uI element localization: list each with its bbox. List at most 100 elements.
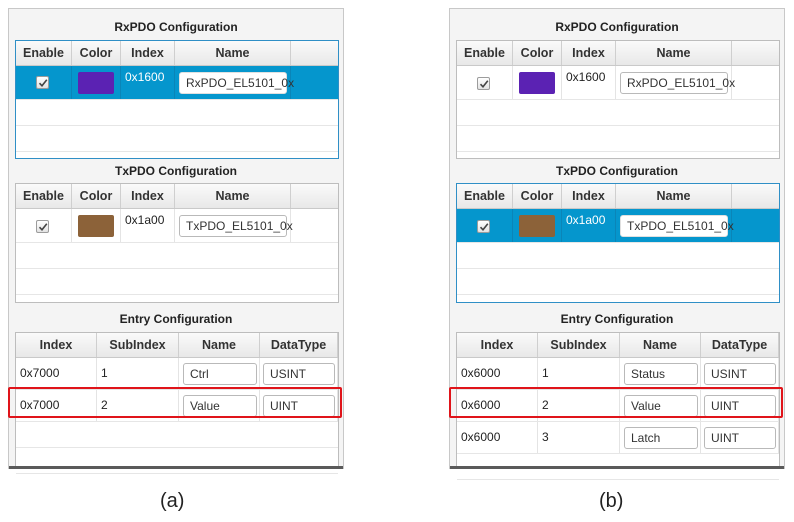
- col-index[interactable]: Index: [121, 184, 175, 208]
- entry-subindex: 1: [101, 366, 108, 380]
- pdo-name-field[interactable]: TxPDO_EL5101_0x: [179, 215, 293, 237]
- enable-checkbox[interactable]: [477, 77, 490, 90]
- panel-bottom-border: [9, 466, 343, 469]
- col-enable[interactable]: Enable: [16, 184, 72, 208]
- col-subindex[interactable]: SubIndex: [97, 333, 179, 357]
- rxpdo-section-title: RxPDO Configuration: [555, 20, 679, 34]
- col-name[interactable]: Name: [620, 333, 701, 357]
- pdo-name-field[interactable]: TxPDO_EL5101_0x: [620, 215, 734, 237]
- empty-row: [457, 269, 779, 295]
- entry-subindex: 1: [542, 366, 549, 380]
- pdo-index: 0x1a00: [125, 213, 165, 227]
- col-index[interactable]: Index: [16, 333, 97, 357]
- enable-checkbox[interactable]: [36, 76, 49, 89]
- entry-row[interactable]: 0x7000 1 Ctrl USINT: [16, 358, 338, 390]
- highlight-box: [8, 387, 342, 418]
- entry-datatype-field[interactable]: USINT: [263, 363, 335, 385]
- pdo-index: 0x1600: [566, 70, 606, 84]
- entry-table[interactable]: Index SubIndex Name DataType 0x7000 1 Ct…: [15, 332, 339, 474]
- txpdo-row[interactable]: 0x1a00 TxPDO_EL5101_0x: [457, 209, 779, 243]
- entry-index: 0x6000: [461, 398, 501, 412]
- color-swatch[interactable]: [519, 72, 555, 94]
- entry-row[interactable]: 0x6000 3 Latch UINT: [457, 422, 779, 454]
- col-enable[interactable]: Enable: [457, 41, 513, 65]
- pdo-name-field[interactable]: RxPDO_EL5101_0x: [620, 72, 735, 94]
- empty-row: [457, 126, 779, 152]
- col-subindex[interactable]: SubIndex: [538, 333, 620, 357]
- rxpdo-section-title: RxPDO Configuration: [114, 20, 238, 34]
- rxpdo-table[interactable]: Enable Color Index Name 0x1600 RxPDO_EL5…: [456, 40, 780, 159]
- col-color[interactable]: Color: [72, 41, 121, 65]
- col-name[interactable]: Name: [175, 41, 291, 65]
- caption-b: (b): [599, 490, 624, 512]
- entry-name-field[interactable]: Ctrl: [183, 363, 257, 385]
- empty-row: [457, 100, 779, 126]
- rxpdo-table-header: Enable Color Index Name: [457, 41, 779, 66]
- empty-row: [16, 269, 338, 295]
- col-color[interactable]: Color: [513, 41, 562, 65]
- entry-subindex: 3: [542, 430, 549, 444]
- empty-row: [16, 243, 338, 269]
- empty-row: [16, 100, 338, 126]
- txpdo-section-title: TxPDO Configuration: [556, 164, 678, 178]
- color-swatch[interactable]: [519, 215, 555, 237]
- col-color[interactable]: Color: [513, 184, 562, 208]
- entry-subindex: 2: [542, 398, 549, 412]
- txpdo-table[interactable]: Enable Color Index Name 0x1a00 TxPDO_EL5…: [15, 183, 339, 303]
- empty-row: [16, 448, 338, 474]
- empty-row: [16, 422, 338, 448]
- txpdo-table-header: Enable Color Index Name: [16, 184, 338, 209]
- rxpdo-row[interactable]: 0x1600 RxPDO_EL5101_0x: [16, 66, 338, 100]
- enable-checkbox[interactable]: [477, 220, 490, 233]
- rxpdo-table[interactable]: Enable Color Index Name 0x1600 RxPDO_EL5…: [15, 40, 339, 159]
- entry-index: 0x7000: [20, 398, 60, 412]
- col-enable[interactable]: Enable: [16, 41, 72, 65]
- color-swatch[interactable]: [78, 215, 114, 237]
- entry-section-title: Entry Configuration: [560, 312, 674, 326]
- txpdo-row[interactable]: 0x1a00 TxPDO_EL5101_0x: [16, 209, 338, 243]
- col-index[interactable]: Index: [562, 41, 616, 65]
- entry-datatype-field[interactable]: UINT: [704, 427, 776, 449]
- entry-datatype-field[interactable]: UINT: [263, 395, 335, 417]
- rxpdo-table-header: Enable Color Index Name: [16, 41, 338, 66]
- entry-index: 0x6000: [461, 430, 501, 444]
- panel-b: RxPDO Configuration Enable Color Index N…: [449, 8, 785, 480]
- col-name[interactable]: Name: [179, 333, 260, 357]
- highlight-box: [449, 387, 783, 418]
- entry-index: 0x6000: [461, 366, 501, 380]
- col-index[interactable]: Index: [562, 184, 616, 208]
- txpdo-section-title: TxPDO Configuration: [115, 164, 237, 178]
- entry-section-title: Entry Configuration: [119, 312, 233, 326]
- col-index[interactable]: Index: [121, 41, 175, 65]
- enable-checkbox[interactable]: [36, 220, 49, 233]
- col-name[interactable]: Name: [175, 184, 291, 208]
- rxpdo-row[interactable]: 0x1600 RxPDO_EL5101_0x: [457, 66, 779, 100]
- txpdo-table-header: Enable Color Index Name: [457, 184, 779, 209]
- entry-row[interactable]: 0x7000 2 Value UINT: [16, 390, 338, 422]
- col-enable[interactable]: Enable: [457, 184, 513, 208]
- col-color[interactable]: Color: [72, 184, 121, 208]
- entry-subindex: 2: [101, 398, 108, 412]
- txpdo-table[interactable]: Enable Color Index Name 0x1a00 TxPDO_EL5…: [456, 183, 780, 303]
- col-index[interactable]: Index: [457, 333, 538, 357]
- pdo-index: 0x1600: [125, 70, 165, 84]
- panel-bottom-border: [450, 466, 784, 469]
- empty-row: [16, 126, 338, 152]
- color-swatch[interactable]: [78, 72, 114, 94]
- pdo-index: 0x1a00: [566, 213, 606, 227]
- entry-datatype-field[interactable]: UINT: [704, 395, 776, 417]
- entry-name-field[interactable]: Latch: [624, 427, 698, 449]
- col-datatype[interactable]: DataType: [260, 333, 338, 357]
- col-name[interactable]: Name: [616, 184, 732, 208]
- entry-row[interactable]: 0x6000 1 Status USINT: [457, 358, 779, 390]
- caption-a: (a): [160, 490, 185, 512]
- entry-name-field[interactable]: Status: [624, 363, 698, 385]
- pdo-name-field[interactable]: RxPDO_EL5101_0x: [179, 72, 294, 94]
- empty-row: [457, 243, 779, 269]
- entry-datatype-field[interactable]: USINT: [704, 363, 776, 385]
- col-name[interactable]: Name: [616, 41, 732, 65]
- entry-table-header: Index SubIndex Name DataType: [457, 333, 779, 358]
- entry-index: 0x7000: [20, 366, 60, 380]
- col-datatype[interactable]: DataType: [701, 333, 779, 357]
- panel-a: RxPDO Configuration Enable Color Index N…: [8, 8, 344, 474]
